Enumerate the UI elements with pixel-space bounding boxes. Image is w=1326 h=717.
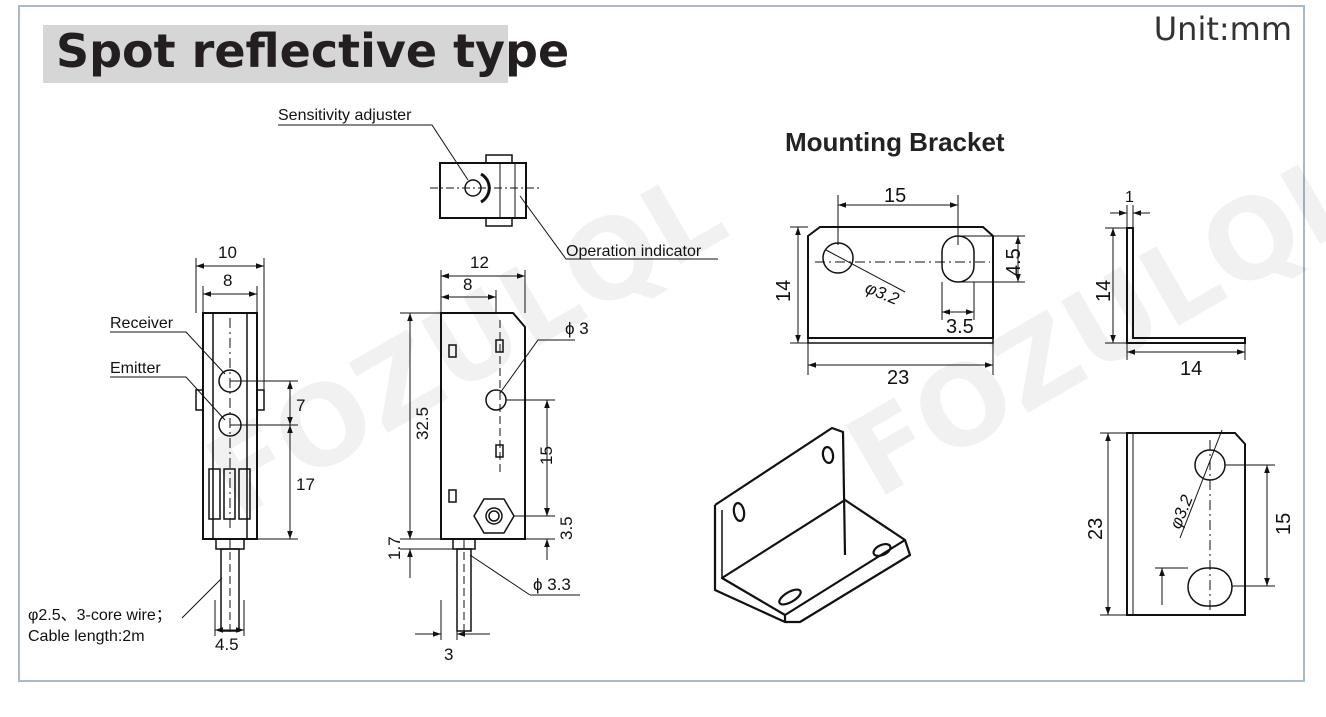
dim-spacing: 7 bbox=[296, 396, 305, 415]
dim-bracket-height: 14 bbox=[773, 280, 795, 302]
sensitivity-adjuster-label: Sensitivity adjuster bbox=[278, 107, 412, 124]
side-view bbox=[400, 270, 580, 640]
dim-bracket-length: 23 bbox=[887, 367, 909, 389]
bracket-top-view bbox=[790, 195, 1025, 375]
dim-width-inner: 8 bbox=[223, 271, 232, 290]
emitter-label: Emitter bbox=[110, 360, 161, 377]
dim-side-height: 32.5 bbox=[413, 407, 432, 440]
dim-bracket-side-height: 14 bbox=[1093, 280, 1115, 302]
operation-indicator-label: Operation indicator bbox=[566, 243, 702, 260]
receiver-label: Receiver bbox=[110, 315, 174, 332]
front-view bbox=[110, 258, 298, 636]
dim-bracket-front-pitch: 15 bbox=[1273, 513, 1295, 535]
page-title: Spot reflective type bbox=[56, 24, 570, 78]
dim-side-cable: ϕ 3.3 bbox=[533, 575, 571, 594]
vent-slot bbox=[238, 468, 251, 520]
dim-side-inner: 8 bbox=[463, 275, 472, 294]
dim-lower: 17 bbox=[296, 475, 315, 494]
bracket-side-view bbox=[1105, 205, 1246, 360]
dim-bracket-front-hole: φ3.2 bbox=[1166, 492, 1197, 532]
dim-side-bottom: 1.7 bbox=[385, 536, 404, 560]
dim-side-pitch: 15 bbox=[537, 446, 556, 465]
bracket-isometric bbox=[713, 426, 912, 624]
unit-label: Unit:mm bbox=[1153, 10, 1292, 48]
side-body bbox=[440, 312, 526, 540]
vent-slot bbox=[208, 468, 221, 520]
mount-hole bbox=[485, 389, 507, 411]
dim-side-nut: 3.5 bbox=[557, 516, 576, 540]
dim-side-cable-offset: 3 bbox=[444, 645, 453, 664]
mounting-bracket-title: Mounting Bracket bbox=[785, 127, 1005, 157]
mount-tab-left bbox=[195, 389, 204, 411]
cable-label-1: φ2.5、3-core wire； bbox=[28, 607, 172, 624]
bracket-hole bbox=[822, 242, 854, 274]
top-view bbox=[278, 124, 718, 260]
dim-bracket-thickness: 1 bbox=[1125, 189, 1134, 206]
dim-side-hole: ϕ 3 bbox=[565, 319, 589, 338]
bracket-front-view bbox=[1100, 429, 1275, 616]
hex-nut bbox=[473, 498, 515, 534]
dim-bracket-leg: 14 bbox=[1180, 358, 1202, 380]
dim-width-outer: 10 bbox=[218, 243, 237, 262]
dim-bracket-span: 15 bbox=[884, 185, 906, 207]
front-view-text: 10 8 7 17 4.5 Receiver Emitter φ2.5、3-co… bbox=[28, 243, 315, 654]
dim-bracket-hole: φ3.2 bbox=[863, 278, 903, 309]
dim-bracket-slot-width: 3.5 bbox=[946, 316, 974, 338]
dim-side-width: 12 bbox=[470, 253, 489, 272]
dim-bracket-front-length: 23 bbox=[1085, 518, 1107, 540]
drawing-frame bbox=[18, 5, 1305, 682]
dim-bracket-slot-height: 4.5 bbox=[1003, 248, 1025, 276]
dim-cable: 4.5 bbox=[215, 635, 239, 654]
mount-tab-right bbox=[256, 389, 265, 411]
title-background bbox=[43, 25, 508, 83]
cable-label-2: Cable length:2m bbox=[28, 628, 145, 645]
